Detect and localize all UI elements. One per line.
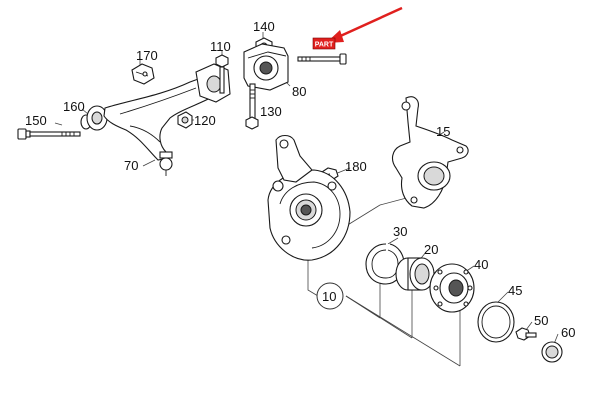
clip-170	[131, 63, 155, 85]
callout-15: 15	[436, 124, 451, 139]
seal-ring-45	[477, 301, 515, 343]
callout-180: 180	[345, 159, 367, 174]
bolt-50	[515, 327, 537, 341]
bolt-110	[215, 54, 229, 94]
bushing-mount-80	[243, 43, 289, 92]
callout-70: 70	[124, 158, 139, 173]
dust-cap-60	[541, 341, 563, 363]
callout-20: 20	[424, 242, 439, 257]
callout-10-circle	[316, 282, 344, 310]
callout-170: 170	[136, 48, 158, 63]
callout-110: 110	[210, 39, 231, 54]
callout-160: 160	[63, 99, 85, 114]
callout-10: 10	[322, 289, 337, 304]
bushing-160	[80, 105, 108, 131]
bolt-horizontal	[297, 53, 347, 65]
bolt-150	[17, 128, 81, 140]
wheel-hub-40	[429, 263, 475, 313]
steering-knuckle-15	[391, 96, 469, 209]
highlight-arrow	[326, 6, 403, 43]
bolt-130	[245, 83, 259, 130]
part-stamp: PART	[312, 37, 336, 50]
callout-150: 150	[25, 113, 47, 128]
callout-120: 120	[194, 113, 216, 128]
stamp-text: PART	[315, 42, 334, 49]
nut-120	[177, 111, 193, 129]
callout-130: 130	[260, 104, 282, 119]
callout-50: 50	[534, 313, 549, 328]
circlip-30	[365, 243, 405, 285]
callout-40: 40	[474, 257, 489, 272]
wheel-bearing-20	[395, 257, 435, 291]
callout-60: 60	[561, 325, 576, 340]
knuckle-with-shield	[267, 134, 351, 261]
callout-30: 30	[393, 224, 408, 239]
callout-140: 140	[253, 19, 275, 34]
callout-80: 80	[292, 84, 307, 99]
callout-45: 45	[508, 283, 523, 298]
